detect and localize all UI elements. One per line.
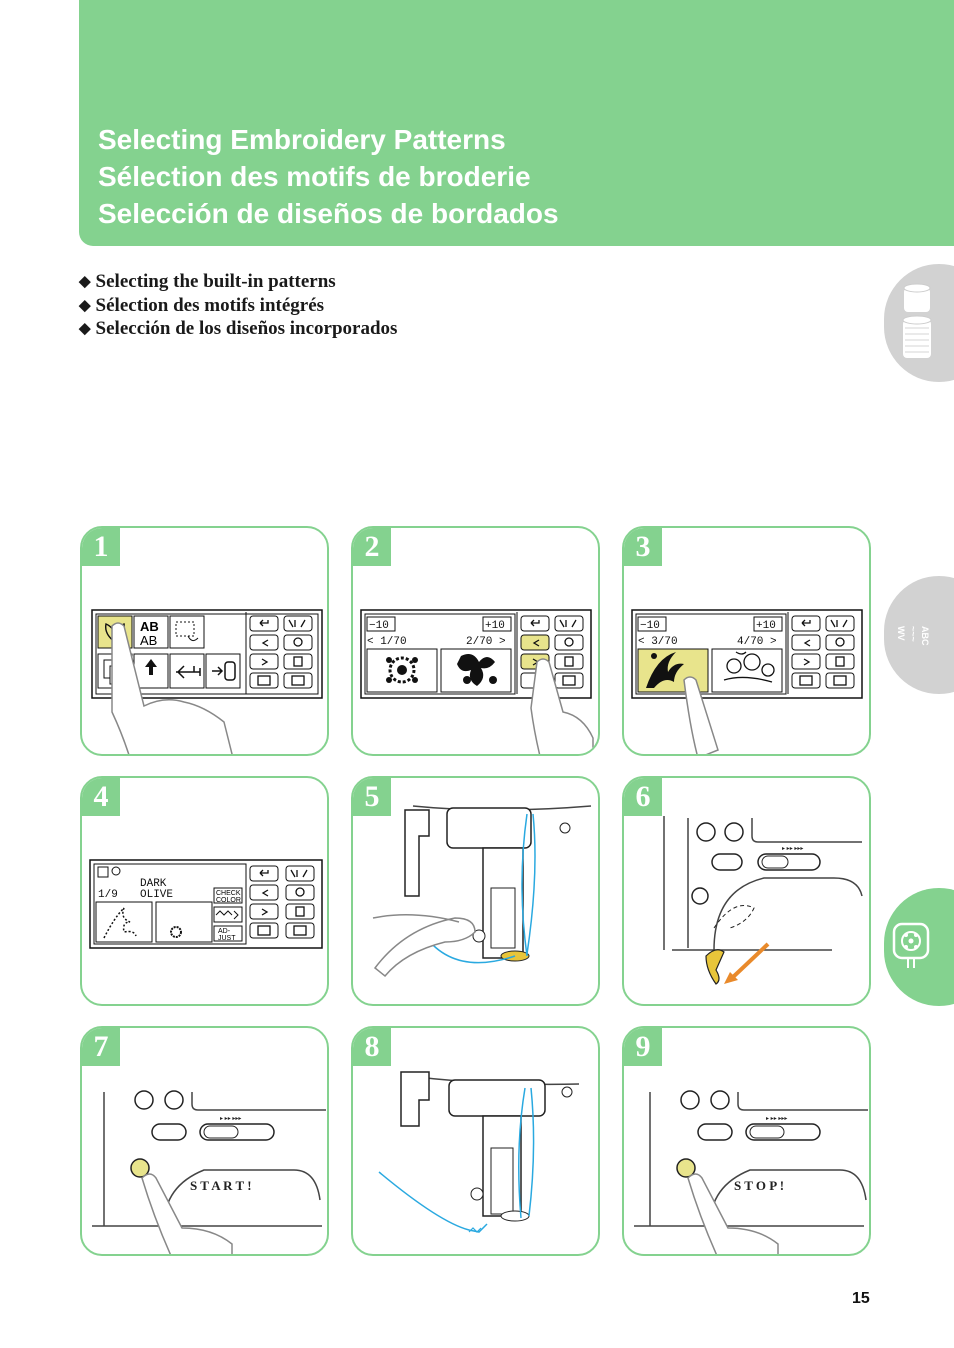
speed-marks: ▸ ▸▸ ▸▸▸ <box>782 846 803 852</box>
start-label: S T A R T ! <box>190 1178 252 1193</box>
thread-spool-icon <box>902 283 932 358</box>
embroidery-hoop-icon <box>892 922 930 968</box>
step-panel-1: 1 AB AB <box>80 526 329 756</box>
speed-marks: ▸ ▸▸ ▸▸▸ <box>220 1116 241 1122</box>
bullet-item: ◆Selección de los diseños incorporados <box>79 318 398 339</box>
color-counter: 1/9 <box>98 889 118 901</box>
title-en: Selecting Embroidery Patterns <box>98 124 506 155</box>
step-number: 3 <box>624 528 662 566</box>
screen-pattern-selected: −10 +10 < 3/70 4/70 > <box>631 609 863 754</box>
adjust-line-2: JUST <box>218 935 236 942</box>
thread-tab[interactable] <box>884 264 954 382</box>
needle-threading-illustration <box>372 805 592 978</box>
diamond-icon: ◆ <box>79 274 91 290</box>
step-panel-6: 6 ▸ ▸▸ ▸▸▸ <box>622 776 871 1006</box>
svg-text:WV: WV <box>896 626 906 641</box>
bullet-item: ◆Sélection des motifs intégrés <box>79 294 325 316</box>
minus-10-button[interactable]: −10 <box>369 620 389 632</box>
step-number: 9 <box>624 1028 662 1066</box>
title-fr: Sélection des motifs de broderie <box>98 161 531 192</box>
letters-tab[interactable]: ABC ~~~ WV <box>884 576 954 694</box>
color-line-2: OLIVE <box>140 889 173 901</box>
step-panel-5: 5 <box>351 776 600 1006</box>
step-number: 6 <box>624 778 662 816</box>
page-right-label: 2/70 > <box>466 636 506 648</box>
step-number: 4 <box>82 778 120 816</box>
stop-button-illustration: ▸ ▸▸ ▸▸▸ S T O P ! <box>634 1090 868 1254</box>
minus-10-button[interactable]: −10 <box>640 620 660 632</box>
stop-label: S T O P ! <box>734 1178 784 1193</box>
step-number: 2 <box>353 528 391 566</box>
color-line-1: DARK <box>140 878 167 890</box>
svg-text:AB: AB <box>140 633 157 648</box>
sewing-illustration <box>378 1071 580 1233</box>
page-title: Selecting Embroidery Patterns Sélection … <box>98 121 559 232</box>
check-color-line-1: CHECK <box>216 890 241 897</box>
diamond-icon: ◆ <box>79 321 91 337</box>
title-es: Selección de diseños de bordados <box>98 198 559 229</box>
section-bullets: ◆Selecting the built-in patterns ◆Sélect… <box>79 271 397 342</box>
header-band <box>79 0 954 246</box>
bullet-item: ◆Selecting the built-in patterns <box>79 271 336 292</box>
check-color-line-2: COLOR <box>216 897 241 904</box>
step-panel-4: 4 DARK OLIVE 1/9 CHECK COLOR AD- JUST <box>80 776 329 1006</box>
step-panel-3: 3 −10 +10 < 3/70 4/70 > <box>622 526 871 756</box>
diamond-icon: ◆ <box>79 297 91 314</box>
screen-embroidery-edit: DARK OLIVE 1/9 CHECK COLOR AD- JUST <box>89 859 323 949</box>
step-number: 1 <box>82 528 120 566</box>
step-number: 7 <box>82 1028 120 1066</box>
page-left-label: < 1/70 <box>367 636 407 648</box>
screen-pattern-categories: AB AB <box>91 609 323 754</box>
plus-10-button[interactable]: +10 <box>485 620 505 632</box>
embroidery-tab[interactable] <box>884 888 954 1006</box>
svg-text:ABC: ABC <box>920 626 930 646</box>
adjust-line-1: AD- <box>218 928 231 935</box>
plus-10-button[interactable]: +10 <box>756 620 776 632</box>
step-panel-2: 2 −10 +10 < 1/70 2/70 > <box>351 526 600 756</box>
start-button-illustration: ▸ ▸▸ ▸▸▸ S T A R T ! <box>92 1090 326 1254</box>
svg-text:~~~: ~~~ <box>908 626 918 642</box>
svg-text:AB: AB <box>140 619 159 634</box>
page-left-label: < 3/70 <box>638 636 678 648</box>
step-number: 8 <box>353 1028 391 1066</box>
page-number: 15 <box>852 1290 870 1307</box>
abc-letters-icon: ABC ~~~ WV <box>896 626 930 646</box>
step-panel-9: 9 ▸ ▸▸ ▸▸▸ S T O P ! <box>622 1026 871 1256</box>
page-right-label: 4/70 > <box>737 636 777 648</box>
step-panel-7: 7 ▸ ▸▸ ▸▸▸ S T A R T ! <box>80 1026 329 1256</box>
step-panel-8: 8 <box>351 1026 600 1256</box>
step-number: 5 <box>353 778 391 816</box>
presser-foot-lever-illustration: ▸ ▸▸ ▸▸▸ <box>663 816 863 985</box>
screen-pattern-list: −10 +10 < 1/70 2/70 > <box>360 609 594 754</box>
speed-marks: ▸ ▸▸ ▸▸▸ <box>766 1116 787 1122</box>
